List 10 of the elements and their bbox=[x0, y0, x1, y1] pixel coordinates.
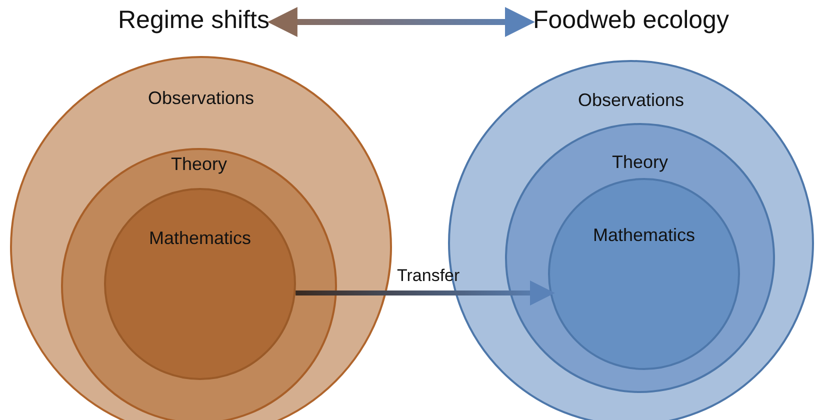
heading-text: Regime shifts bbox=[118, 6, 270, 35]
circle-label: Observations bbox=[146, 88, 256, 109]
circle-label: Mathematics bbox=[148, 228, 252, 249]
circle-label: Mathematics bbox=[592, 225, 696, 246]
arrow bbox=[267, 7, 535, 37]
circle-label: Theory bbox=[610, 152, 670, 173]
heading-text: Foodweb ecology bbox=[533, 6, 729, 35]
circle-label: Observations bbox=[576, 90, 686, 111]
arrow bbox=[296, 280, 555, 306]
circle-label: Theory bbox=[170, 154, 228, 175]
